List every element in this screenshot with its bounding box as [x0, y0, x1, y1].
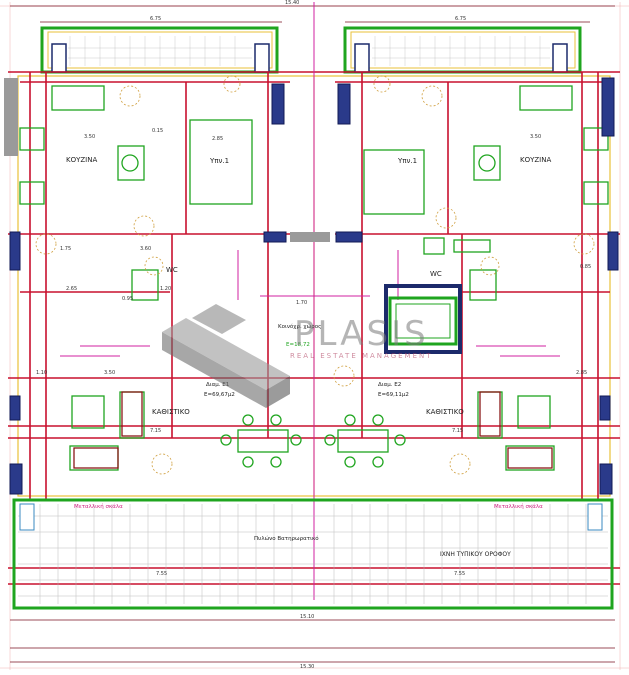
common-area-label: Κοινόχρ. χώρος	[278, 323, 321, 330]
bedroom-left-label: Υπν.1	[209, 157, 229, 165]
living-left-label: ΚΑΘΙΣΤΙΚΟ	[152, 408, 190, 416]
kitchen-left-label: ΚΟΥΖΙΝΑ	[66, 156, 97, 164]
dim-overall-top: 15.40	[285, 0, 299, 6]
door-swings	[35, 75, 595, 475]
dim-1510: 15.10	[300, 614, 314, 620]
dim-175: 1.75	[60, 246, 71, 252]
roof-terrace	[12, 498, 614, 610]
balcony-top-left	[40, 26, 279, 74]
dim-775: 7.55	[454, 571, 465, 577]
dim-095: 0.95	[122, 296, 133, 302]
dim-265: 2.65	[66, 286, 77, 292]
apartment-right-name: Διαμ. Ε2	[378, 382, 401, 388]
top-dimensions	[10, 5, 615, 23]
bedroom-right-label: Υπν.1	[397, 157, 417, 165]
dim-170: 1.70	[296, 300, 307, 306]
columns	[9, 77, 619, 495]
ladder-left-label: Μεταλλική σκάλα	[74, 503, 123, 510]
kitchen-right-label: ΚΟΥΖΙΝΑ	[520, 156, 551, 164]
dim-715a: 7.15	[150, 428, 161, 434]
watermark-logo-icon	[162, 304, 290, 408]
dim-350b: 3.50	[530, 134, 541, 140]
dim-350a: 3.50	[84, 134, 95, 140]
bottom-dimensions	[10, 619, 615, 663]
dim-unit-left: 6.75	[150, 16, 161, 22]
watermark-tagline: REAL ESTATE MANAGEMENT	[290, 352, 433, 360]
apartment-left-name: Διαμ. Ε1	[206, 382, 229, 388]
dim-285b: 2.85	[576, 370, 587, 376]
dim-715b: 7.15	[452, 428, 463, 434]
wc-right-label: WC	[430, 270, 442, 278]
balcony-top-right	[343, 26, 582, 74]
dim-120: 1.20	[160, 286, 171, 292]
dim-360: 3.60	[140, 246, 151, 252]
living-right-label: ΚΑΘΙΣΤΙΚΟ	[426, 408, 464, 416]
dim-110: 1.10	[36, 370, 47, 376]
roof-label: Πυλώνο Βατηρωρατικό	[254, 535, 319, 542]
apartment-right-area: Ε=69,11μ2	[378, 392, 409, 398]
common-area-value: Ε=18,72	[286, 342, 310, 348]
dim-overall-bottom: 15.30	[300, 664, 314, 670]
trace-label: ΙΧΝΗ ΤΥΠΙΚΟΥ ΟΡΟΦΟΥ	[440, 551, 511, 558]
dim-285: 2.85	[212, 136, 223, 142]
dim-085: 0.85	[580, 264, 591, 270]
dim-unit-right: 6.75	[455, 16, 466, 22]
grey-columns	[4, 78, 330, 242]
furniture	[73, 391, 553, 469]
axis-lines	[60, 2, 560, 600]
wc-left-label: WC	[166, 266, 178, 274]
fixtures	[19, 85, 609, 471]
watermark-brand: PLASIS	[294, 314, 429, 354]
ladder-right-label: Μεταλλική σκάλα	[494, 503, 543, 510]
dim-350c: 3.50	[104, 370, 115, 376]
dim-755: 7.55	[156, 571, 167, 577]
apartment-left-area: Ε=69,67μ2	[204, 392, 235, 398]
dim-015: 0.15	[152, 128, 163, 134]
